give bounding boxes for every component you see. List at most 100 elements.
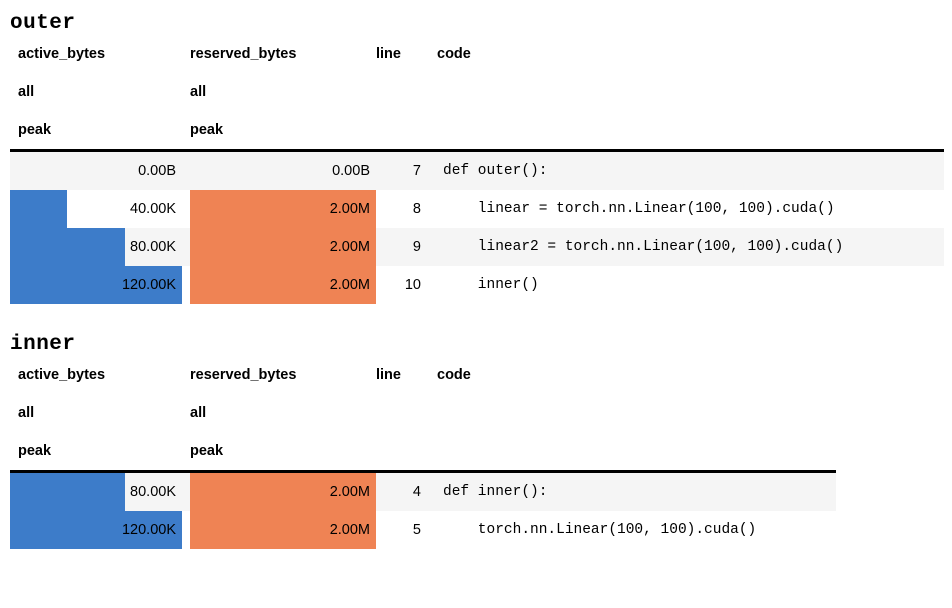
active-bytes-bar-fill [10, 190, 68, 228]
cell-reserved-bytes: 2.00M [190, 190, 376, 228]
memory-table-outer: active_bytes reserved_bytes line code al… [10, 35, 944, 304]
cell-line-number: 10 [404, 277, 421, 293]
active-bytes-bar-container: 120.00K [10, 266, 182, 304]
reserved-bytes-bar-container: 2.00M [190, 511, 376, 549]
col-subheader-code-blank [429, 73, 944, 111]
header-row-level3: peak peak [10, 432, 836, 473]
active-bytes-value: 80.00K [130, 484, 176, 500]
cell-reserved-bytes: 2.00M [190, 228, 376, 266]
header-row-level2: all all [10, 73, 944, 111]
active-bytes-bar-container: 80.00K [10, 473, 182, 511]
active-bytes-bar-container: 80.00K [10, 228, 182, 266]
active-bytes-bar-container: 0.00B [10, 152, 182, 190]
reserved-bytes-value: 0.00B [332, 163, 370, 179]
cell-active-bytes: 120.00K [10, 266, 182, 304]
cell-source-code: torch.nn.Linear(100, 100).cuda() [443, 522, 757, 538]
cell-source-code: linear2 = torch.nn.Linear(100, 100).cuda… [443, 239, 844, 255]
header-row-level3: peak peak [10, 111, 944, 152]
reserved-bytes-value: 2.00M [329, 484, 370, 500]
table-row: 120.00K 2.00M 10 inner() [10, 266, 944, 304]
header-gap [182, 356, 190, 394]
cell-source-code: def outer(): [443, 163, 548, 179]
header-row-level2: all all [10, 394, 836, 432]
col-subheader-line-blank [376, 111, 429, 152]
cell-reserved-bytes: 0.00B [190, 151, 376, 191]
section-gap [0, 304, 952, 333]
reserved-bytes-bar-fill [190, 473, 376, 511]
col-subheader-reserved-peak: peak [190, 111, 376, 152]
col-header-reserved-bytes: reserved_bytes [190, 46, 297, 62]
col-header-code: code [437, 367, 471, 383]
reserved-bytes-value: 2.00M [329, 277, 370, 293]
cell-spacer [182, 228, 190, 266]
header-gap [182, 432, 190, 473]
reserved-bytes-bar-container: 2.00M [190, 228, 376, 266]
cell-source-code: linear = torch.nn.Linear(100, 100).cuda(… [443, 201, 835, 217]
active-bytes-value: 80.00K [130, 239, 176, 255]
col-header-code: code [437, 46, 471, 62]
table-wrap-inner: active_bytes reserved_bytes line code al… [10, 356, 952, 549]
col-header-line: line [376, 46, 401, 62]
table-header-inner: active_bytes reserved_bytes line code al… [10, 356, 836, 473]
col-subheader-reserved-peak: peak [190, 432, 376, 473]
table-body-outer: 0.00B 0.00B 7 def outer(): 40.00K 2.00M 8 line… [10, 150, 944, 304]
cell-active-bytes: 0.00B [10, 151, 182, 191]
memory-table-inner: active_bytes reserved_bytes line code al… [10, 356, 836, 549]
cell-source-code: inner() [443, 277, 539, 293]
active-bytes-value: 120.00K [121, 522, 176, 538]
section-outer: outer active_bytes reserved_bytes line c… [10, 12, 952, 304]
col-subheader-active-all: all [18, 405, 35, 421]
reserved-bytes-bar-container: 2.00M [190, 190, 376, 228]
table-row: 120.00K 2.00M 5 torch.nn.Linear(100, 100).… [10, 511, 836, 549]
reserved-bytes-bar-fill [190, 511, 376, 549]
reserved-bytes-bar-container: 0.00B [190, 152, 376, 190]
col-subheader-active-peak: peak [10, 432, 182, 473]
cell-line-number: 4 [412, 484, 421, 500]
table-row: 0.00B 0.00B 7 def outer(): [10, 150, 944, 191]
col-subheader-line-blank [376, 73, 429, 111]
header-gap [182, 394, 190, 432]
reserved-bytes-bar-fill [190, 190, 376, 228]
reserved-bytes-value: 2.00M [329, 239, 370, 255]
table-row: 80.00K 2.00M 9 linear2 = torch.nn.Linear(1… [10, 228, 944, 266]
col-header-active-bytes: active_bytes [18, 367, 106, 383]
active-bytes-bar-container: 120.00K [10, 511, 182, 549]
col-subheader-line-blank [376, 432, 429, 473]
header-gap [182, 73, 190, 111]
cell-spacer [182, 472, 190, 512]
header-row-level1: active_bytes reserved_bytes line code [10, 35, 944, 73]
cell-spacer [182, 151, 190, 191]
cell-reserved-bytes: 2.00M [190, 511, 376, 549]
reserved-bytes-value: 2.00M [329, 522, 370, 538]
reserved-bytes-bar-fill [190, 266, 376, 304]
cell-line-number: 7 [412, 163, 421, 179]
active-bytes-value: 0.00B [138, 163, 176, 179]
cell-spacer [182, 266, 190, 304]
table-wrap-outer: active_bytes reserved_bytes line code al… [10, 35, 952, 304]
cell-active-bytes: 80.00K [10, 228, 182, 266]
col-subheader-active-peak: peak [10, 111, 182, 152]
reserved-bytes-bar-fill [190, 228, 376, 266]
cell-line-number: 8 [412, 201, 421, 217]
reserved-bytes-value: 2.00M [329, 201, 370, 217]
col-subheader-code-blank [429, 111, 944, 152]
col-subheader-active-all: all [18, 84, 35, 100]
cell-spacer [182, 190, 190, 228]
section-inner: inner active_bytes reserved_bytes line c… [0, 333, 952, 549]
col-subheader-code-blank [429, 394, 836, 432]
col-subheader-line-blank [376, 394, 429, 432]
cell-spacer [182, 511, 190, 549]
cell-reserved-bytes: 2.00M [190, 266, 376, 304]
header-row-level1: active_bytes reserved_bytes line code [10, 356, 836, 394]
section-title-inner: inner [10, 333, 76, 356]
col-header-active-bytes: active_bytes [18, 46, 106, 62]
cell-line-number: 9 [412, 239, 421, 255]
col-header-line: line [376, 367, 401, 383]
col-subheader-reserved-all: all [190, 405, 207, 421]
active-bytes-value: 40.00K [130, 201, 176, 217]
cell-line-number: 5 [412, 522, 421, 538]
table-row: 40.00K 2.00M 8 linear = torch.nn.Linear(10… [10, 190, 944, 228]
header-gap [182, 35, 190, 73]
